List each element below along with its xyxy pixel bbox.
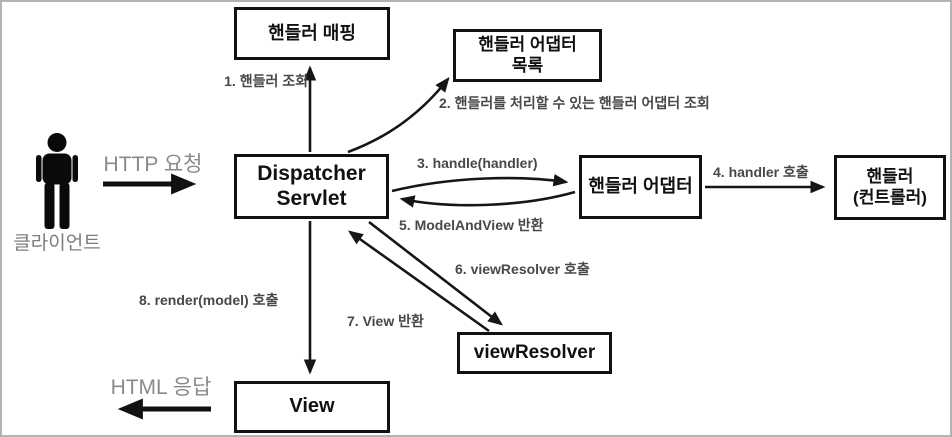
box-view-label: View [289, 395, 335, 418]
box-view: View [234, 381, 390, 433]
box-handler-controller-line1: 핸들러 [866, 167, 914, 187]
box-view-resolver-label: viewResolver [473, 341, 596, 363]
box-handler-controller: 핸들러 (컨트롤러) [834, 155, 946, 220]
label-step3: 3. handle(handler) [417, 155, 538, 171]
box-handler-adapter-list: 핸들러 어댑터 목록 [453, 29, 602, 82]
label-step8: 8. render(model) 호출 [139, 292, 279, 308]
arrow-step3-handle-call [391, 174, 569, 193]
box-handler-mapping-label: 핸들러 매핑 [268, 22, 356, 43]
label-http-request: HTTP 요청 [103, 153, 203, 176]
arrow-step7-view-return [347, 230, 490, 333]
label-html-response: HTML 응답 [110, 376, 212, 399]
box-dispatcher-servlet-line2: Servlet [276, 186, 347, 210]
label-step2: 2. 핸들러를 처리할 수 있는 핸들러 어댑터 조회 [439, 95, 710, 111]
box-handler-adapter-list-line1: 핸들러 어댑터 [478, 35, 577, 55]
label-step5: 5. ModelAndView 반환 [399, 217, 544, 233]
box-handler-adapter: 핸들러 어댑터 [579, 155, 702, 219]
label-step1: 1. 핸들러 조회 [224, 73, 308, 89]
box-handler-mapping: 핸들러 매핑 [234, 7, 390, 60]
label-client: 클라이언트 [13, 233, 101, 254]
arrow-step2-adapter-lookup [347, 77, 450, 154]
label-step6: 6. viewResolver 호출 [455, 261, 590, 277]
arrow-step6-viewresolver-call [368, 220, 503, 326]
label-step7: 7. View 반환 [347, 313, 424, 329]
box-view-resolver: viewResolver [457, 332, 612, 374]
box-handler-adapter-list-line2: 목록 [511, 55, 544, 75]
arrow-step5-modelandview-return [399, 190, 576, 208]
box-dispatcher-servlet-line1: Dispatcher [257, 161, 366, 185]
person-icon [36, 133, 78, 229]
box-handler-controller-line2: (컨트롤러) [853, 187, 927, 207]
label-step4: 4. handler 호출 [713, 164, 809, 180]
box-handler-adapter-label: 핸들러 어댑터 [588, 176, 693, 197]
box-dispatcher-servlet: Dispatcher Servlet [234, 154, 389, 219]
